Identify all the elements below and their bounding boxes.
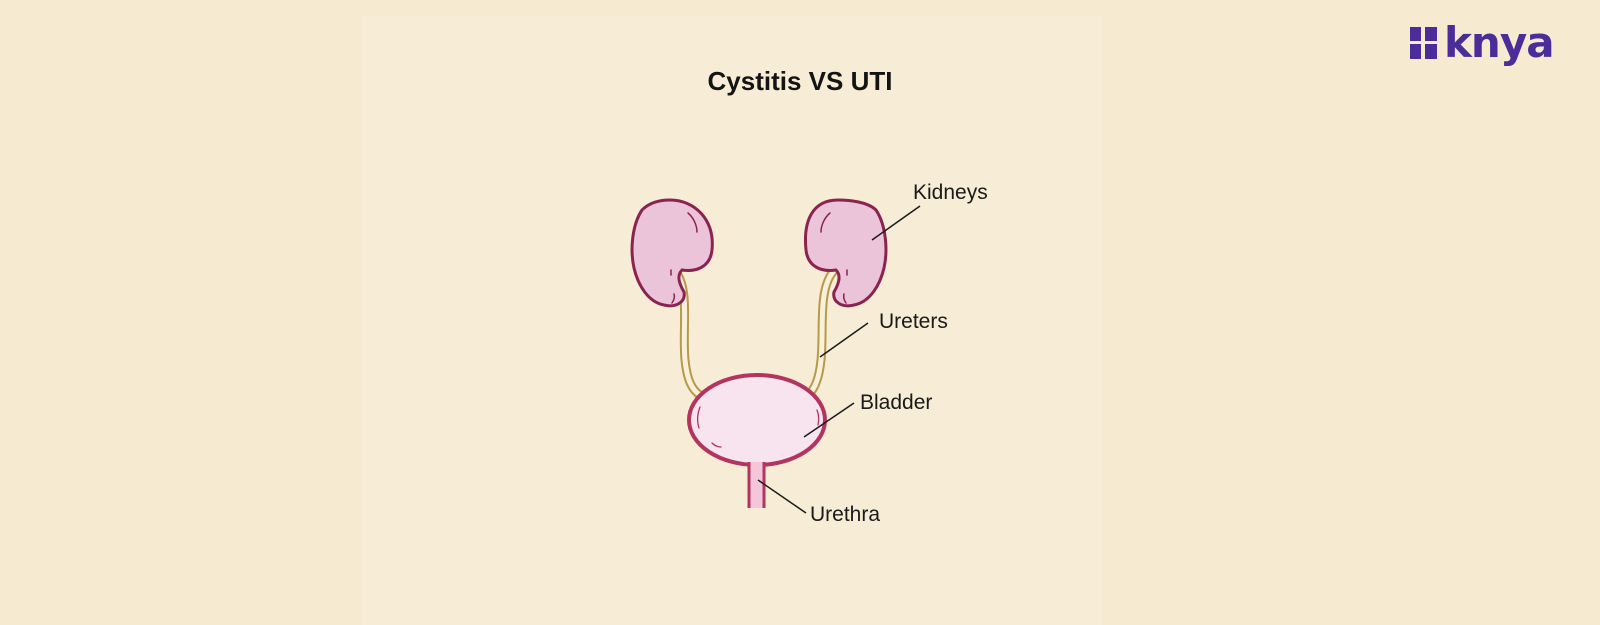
- bladder: [687, 373, 827, 467]
- page-title: Cystitis VS UTI: [707, 66, 893, 96]
- right-kidney: [803, 198, 888, 308]
- label-urethra: Urethra: [810, 503, 880, 526]
- content-panel: [362, 16, 1102, 625]
- urethra-leader-line: [757, 479, 807, 514]
- brand-logo: knya: [1410, 18, 1555, 67]
- label-bladder: Bladder: [860, 391, 932, 414]
- right-ureter-inner: [805, 269, 836, 398]
- left-kidney: [630, 198, 714, 308]
- brand-name: knya: [1444, 18, 1555, 67]
- knya-logo-icon: [1410, 27, 1437, 59]
- kidneys-leader-line: [871, 205, 921, 241]
- urethra: [749, 462, 764, 508]
- bladder-leader-line: [803, 402, 855, 438]
- label-ureters: Ureters: [879, 310, 948, 333]
- label-kidneys: Kidneys: [913, 181, 988, 204]
- ureters-leader-line: [819, 322, 869, 358]
